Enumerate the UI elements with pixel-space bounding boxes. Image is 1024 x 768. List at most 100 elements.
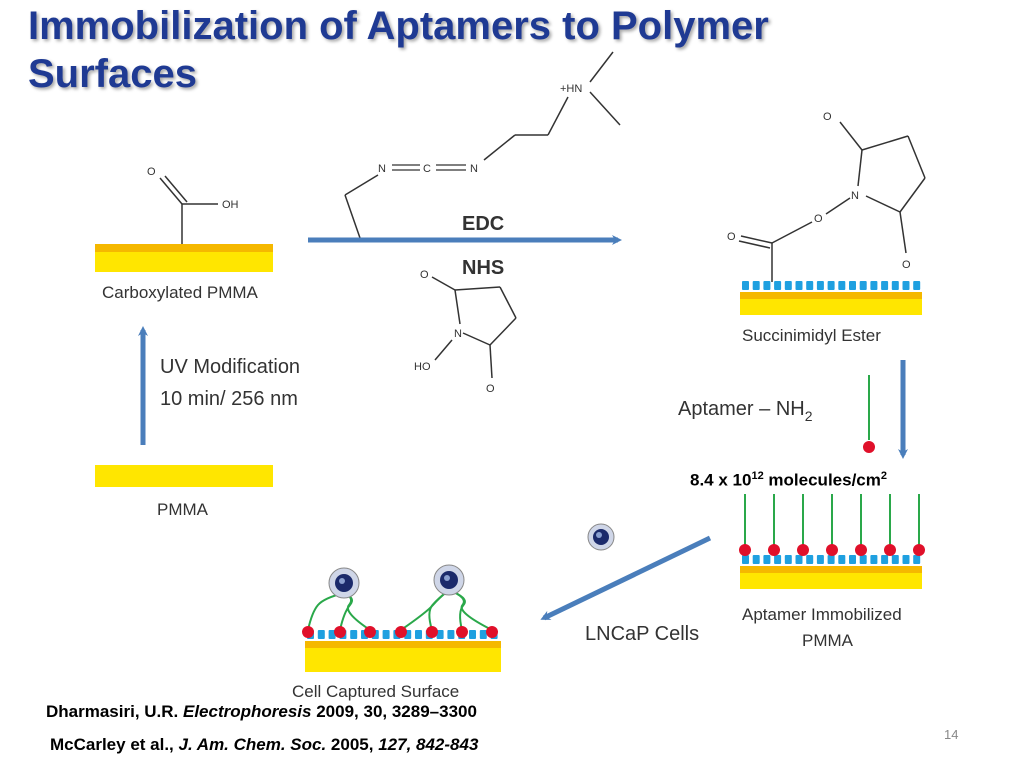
surface-bead — [806, 281, 814, 290]
cell-captured-group: Cell Captured Surface — [292, 564, 501, 701]
captured-aptamer-amine — [334, 626, 346, 638]
free-aptamer-amine — [863, 441, 875, 453]
title-line-2: Surfaces — [28, 52, 197, 96]
surface-bead — [742, 555, 749, 564]
surface-bead — [881, 281, 889, 290]
surface-bead — [328, 630, 336, 639]
aptamer-amine — [884, 544, 896, 556]
surface-bead — [784, 281, 792, 290]
aptamer-immobilized-label-line2: PMMA — [802, 631, 854, 650]
free-cell-icon — [587, 523, 615, 551]
surface-bead — [742, 281, 749, 290]
reference-1: Dharmasiri, U.R. Electrophoresis 2009, 3… — [46, 702, 477, 721]
ester-o-carbonyl: O — [727, 231, 736, 243]
surface-bead — [902, 281, 910, 290]
uv-label-line2: 10 min/ 256 nm — [160, 388, 298, 410]
surface-bead — [382, 630, 390, 639]
surface-bead — [795, 281, 803, 290]
captured-aptamer-strand — [307, 592, 345, 631]
surface-bead — [913, 555, 921, 564]
surface-bead — [827, 281, 835, 290]
surface-bead — [849, 281, 856, 290]
captured-aptamer-strand — [448, 589, 493, 631]
surface-bead — [752, 281, 760, 290]
captured-aptamer-amine — [456, 626, 468, 638]
surface-bead — [447, 630, 455, 639]
surface-bead — [816, 555, 824, 564]
edc-c: C — [423, 163, 431, 175]
captured-aptamer-strand — [343, 592, 371, 631]
uv-modification-arrow: UV Modification 10 min/ 256 nm — [138, 326, 300, 445]
carboxylated-pmma-group: O OH Carboxylated PMMA — [95, 166, 273, 302]
edc-label: EDC — [462, 213, 504, 235]
plain-pmma-layer — [95, 465, 273, 487]
surface-bead — [870, 281, 878, 290]
nhs-label: NHS — [462, 257, 504, 279]
aptamer-amine — [826, 544, 838, 556]
surface-bead — [816, 281, 824, 290]
succinimidyl-ester-group: O O N O O Succinimidyl Ester — [727, 111, 926, 345]
lncap-arrow — [540, 535, 712, 621]
surface-bead — [859, 555, 867, 564]
surface-bead — [415, 630, 422, 639]
surface-bead — [469, 630, 476, 639]
surface-bead — [795, 555, 803, 564]
surface-bead — [774, 555, 782, 564]
lncap-arrow-group: LNCaP Cells — [540, 523, 712, 645]
nhs-structure: O N O HO — [414, 269, 517, 395]
carboxylated-pmma-label: Carboxylated PMMA — [102, 283, 259, 302]
surface-bead — [317, 630, 325, 639]
hydroxyl-label: OH — [222, 199, 239, 211]
ester-yellow-layer — [740, 299, 922, 315]
aptamer-addition: Aptamer – NH2 — [678, 360, 908, 459]
captured-orange-layer — [305, 641, 501, 648]
surface-bead — [763, 555, 771, 564]
cell-captured-label: Cell Captured Surface — [292, 682, 459, 701]
succinimidyl-ester-label: Succinimidyl Ester — [742, 326, 881, 345]
aptamer-amine — [855, 544, 867, 556]
aptamer-amine — [768, 544, 780, 556]
aptamer-immobilized-group: Aptamer Immobilized PMMA — [739, 494, 925, 650]
surface-bead — [902, 555, 910, 564]
ester-o-top: O — [823, 111, 832, 123]
nhs-n: N — [454, 328, 462, 340]
surface-bead — [870, 555, 878, 564]
captured-cell-right — [433, 564, 465, 596]
captured-aptamer-amine — [364, 626, 376, 638]
captured-yellow-layer — [305, 648, 501, 672]
surface-bead — [752, 555, 760, 564]
surface-bead — [763, 281, 771, 290]
surface-bead — [838, 555, 846, 564]
aptamer-amine — [913, 544, 925, 556]
captured-aptamer-amine — [395, 626, 407, 638]
aptamer-nh2-label: Aptamer – NH2 — [678, 398, 813, 424]
surface-bead — [859, 281, 867, 290]
uv-label-line1: UV Modification — [160, 356, 300, 378]
pmma-yellow-layer — [95, 252, 273, 272]
surface-bead — [479, 630, 487, 639]
surface-bead — [891, 281, 899, 290]
ester-surface-beads — [742, 281, 921, 290]
aptamer-immobilized-label-line1: Aptamer Immobilized — [742, 605, 902, 624]
surface-bead — [784, 555, 792, 564]
nhs-o-top: O — [420, 269, 429, 281]
immobilized-orange-layer — [740, 566, 922, 573]
ester-orange-layer — [740, 292, 922, 299]
ester-n: N — [851, 190, 859, 202]
reference-2: McCarley et al., J. Am. Chem. Soc. 2005,… — [50, 735, 479, 754]
edc-reagent: N C N +HN — [344, 51, 621, 239]
surface-bead — [881, 555, 889, 564]
pmma-label: PMMA — [157, 500, 209, 519]
aptamer-density: 8.4 x 1012 molecules/cm2 — [690, 470, 887, 490]
surface-bead — [774, 281, 782, 290]
surface-bead — [827, 555, 835, 564]
captured-aptamer-amine — [486, 626, 498, 638]
aptamer-amine — [739, 544, 751, 556]
edc-hn-plus: +HN — [560, 83, 582, 95]
pmma-orange-layer — [95, 244, 273, 252]
immobilized-yellow-layer — [740, 573, 922, 589]
surface-bead — [849, 555, 856, 564]
edc-nhs-arrow: EDC NHS — [308, 213, 622, 279]
captured-aptamer-amine — [426, 626, 438, 638]
